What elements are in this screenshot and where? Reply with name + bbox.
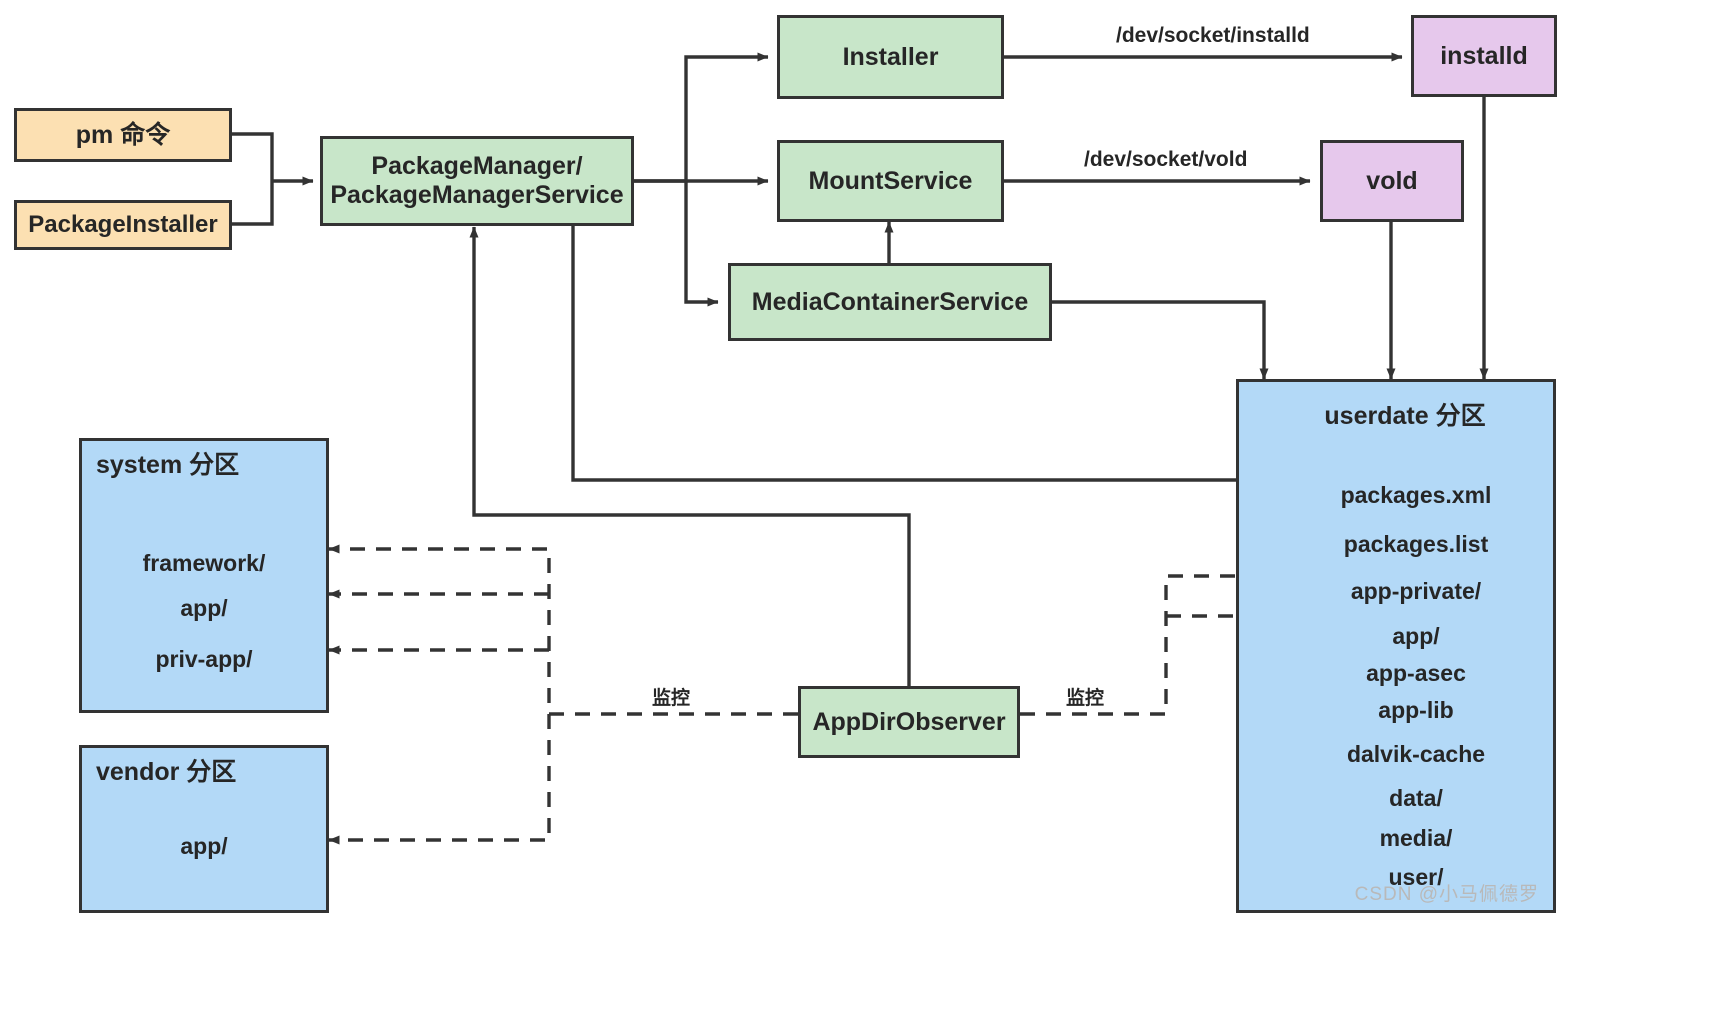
partition-system[interactable]: system 分区 framework/ app/ priv-app/ xyxy=(79,438,329,713)
node-mount-service-label: MountService xyxy=(808,166,973,195)
partition-userdate-item-media: media/ xyxy=(1379,825,1453,851)
partition-userdate-item-app: app/ xyxy=(1392,623,1440,649)
node-app-dir-observer-label: AppDirObserver xyxy=(812,707,1006,736)
node-package-installer[interactable]: PackageInstaller xyxy=(14,200,232,250)
edge-label-vold-socket: /dev/socket/vold xyxy=(1080,148,1252,172)
edge-label-monitor-left: 监控 xyxy=(648,683,695,710)
node-package-manager-label-line1: PackageManager/ xyxy=(371,152,583,181)
edge-label-installd-socket: /dev/socket/installd xyxy=(1112,24,1314,48)
partition-system-item-priv-app: priv-app/ xyxy=(155,646,253,672)
node-package-manager-label-line2: PackageManagerService xyxy=(330,181,624,209)
node-installer-label: Installer xyxy=(842,42,939,71)
node-media-container-service-label: MediaContainerService xyxy=(751,287,1029,316)
partition-userdate-item-app-private: app-private/ xyxy=(1350,578,1482,604)
node-installer[interactable]: Installer xyxy=(777,15,1004,99)
node-app-dir-observer[interactable]: AppDirObserver xyxy=(798,686,1020,758)
node-installd[interactable]: installd xyxy=(1411,15,1557,97)
partition-system-title: system 分区 xyxy=(96,451,240,479)
partition-system-item-framework: framework/ xyxy=(142,550,266,576)
partition-userdate-item-app-lib: app-lib xyxy=(1378,697,1454,723)
watermark: CSDN @小马佩德罗 xyxy=(1354,884,1539,906)
edge-label-monitor-right: 监控 xyxy=(1062,683,1109,710)
node-vold[interactable]: vold xyxy=(1320,140,1464,222)
node-installd-label: installd xyxy=(1440,41,1528,70)
node-mount-service[interactable]: MountService xyxy=(777,140,1004,222)
node-package-installer-label: PackageInstaller xyxy=(28,211,218,239)
node-pm-command-label: pm 命令 xyxy=(75,120,171,149)
partition-userdate-item-app-asec: app-asec xyxy=(1366,660,1466,686)
partition-userdate[interactable]: userdate 分区 packages.xml packages.list a… xyxy=(1236,379,1556,913)
partition-userdate-item-user: user/ xyxy=(1388,864,1444,890)
node-media-container-service[interactable]: MediaContainerService xyxy=(728,263,1052,341)
node-pm-command[interactable]: pm 命令 xyxy=(14,108,232,162)
partition-userdate-item-packages-xml: packages.xml xyxy=(1340,482,1492,508)
partition-vendor-item-app: app/ xyxy=(180,833,228,859)
node-vold-label: vold xyxy=(1366,166,1418,195)
partition-system-item-app: app/ xyxy=(180,595,228,621)
partition-userdate-item-packages-list: packages.list xyxy=(1343,531,1489,557)
node-package-manager-service[interactable]: PackageManager/ PackageManagerService xyxy=(320,136,634,226)
partition-userdate-item-dalvik-cache: dalvik-cache xyxy=(1346,741,1486,767)
partition-userdate-title: userdate 分区 xyxy=(1324,402,1486,430)
partition-vendor-title: vendor 分区 xyxy=(96,758,237,786)
partition-userdate-item-data: data/ xyxy=(1389,785,1443,811)
partition-vendor[interactable]: vendor 分区 app/ xyxy=(79,745,329,913)
